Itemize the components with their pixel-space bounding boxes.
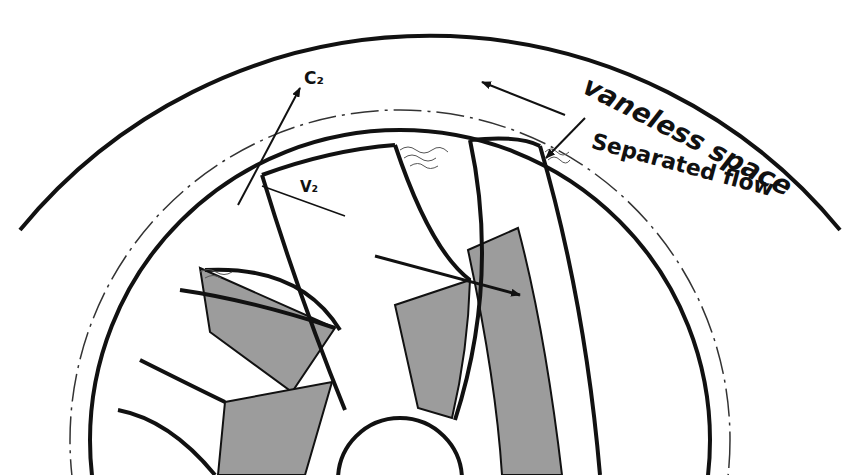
- leader-line: [546, 118, 585, 158]
- velocity-label: C₂: [304, 70, 324, 87]
- velocity-label: V₂: [300, 180, 318, 195]
- flow-arrow: [375, 256, 520, 295]
- leader-line: [482, 82, 565, 115]
- hub: [338, 418, 462, 475]
- dash-dot-circle: [70, 110, 730, 475]
- c2-vector: [238, 88, 300, 205]
- impeller-rim: [90, 130, 710, 475]
- vane-outlines: [118, 138, 600, 475]
